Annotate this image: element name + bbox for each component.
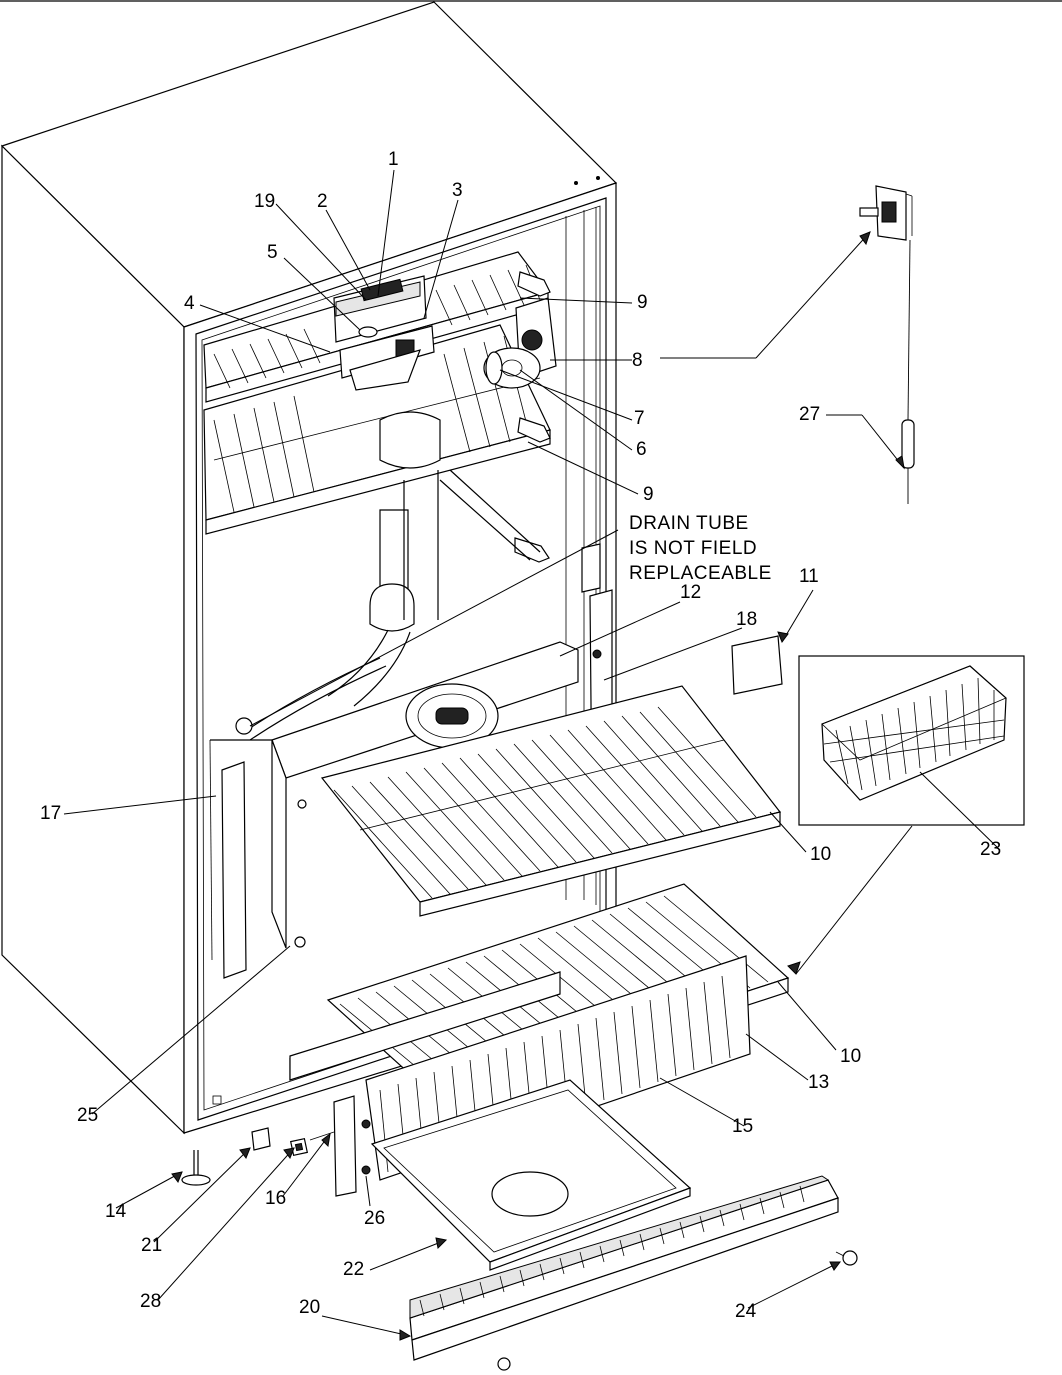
callout-14: 14 [105,1201,127,1222]
callout-21: 21 [141,1235,163,1256]
basket-23 [821,665,1007,801]
callout-8: 8 [632,350,643,371]
callout-15: 15 [732,1116,754,1137]
grille-20-teeth [419,1185,805,1317]
basket-23-wires [823,677,1005,791]
screw-24 [835,1250,858,1266]
fan-assembly [483,297,557,389]
callout-6: 6 [636,439,647,460]
shelf-supports [439,271,551,563]
callout-18: 18 [736,609,758,630]
callout-24: 24 [735,1301,757,1322]
control-housing [333,275,435,391]
callout-12: 12 [680,582,702,603]
drain-tube-note-line-1: DRAIN TUBE [629,513,749,534]
bracket-26 [309,1095,371,1197]
callout-16: 16 [265,1188,287,1209]
callout-9-bottom: 9 [643,484,654,505]
drain-tube-note-line-3: REPLACEABLE [629,563,772,584]
drain-tube-note-line-2: IS NOT FIELD [629,538,758,559]
callout-10-upper: 10 [810,844,832,865]
clip-21 [251,1127,271,1151]
callout-17: 17 [40,803,62,824]
basket-inset [798,655,1025,826]
callout-9-top: 9 [637,292,648,313]
light-shield-11 [731,635,783,695]
callout-5: 5 [267,242,278,263]
callout-2: 2 [317,191,328,212]
fresh-food-ceiling-panel [210,641,579,949]
callout-4: 4 [184,293,195,314]
callout-28: 28 [140,1291,162,1312]
thermostat-8 [859,185,913,241]
left-rail [209,739,247,979]
callout-26: 26 [364,1208,386,1229]
leveling-leg-14 [181,1150,211,1186]
screw-25 [294,649,602,948]
capillary-tube-27 [901,239,915,504]
callout-3: 3 [452,180,463,201]
callout-1: 1 [388,149,399,170]
callout-10-lower: 10 [840,1046,862,1067]
callout-7: 7 [634,408,645,429]
screw-bottom [497,1357,511,1371]
callout-27: 27 [799,404,821,425]
drain-tube-note: DRAIN TUBE IS NOT FIELD REPLACEABLE [629,511,772,586]
callout-25: 25 [77,1105,99,1126]
callout-22: 22 [343,1259,365,1280]
pan-22 [370,1079,692,1271]
callout-23: 23 [980,839,1002,860]
grille-20 [409,1175,839,1361]
shelf-10-upper-wires [333,706,757,899]
callout-20: 20 [299,1297,321,1318]
callout-13: 13 [808,1072,830,1093]
callout-19: 19 [254,191,276,212]
leader-arrowheads [171,231,905,1341]
leader-lines [63,169,1001,1337]
shelf-10-upper [320,685,782,917]
nut-28 [289,1137,309,1157]
callout-11: 11 [799,566,819,587]
